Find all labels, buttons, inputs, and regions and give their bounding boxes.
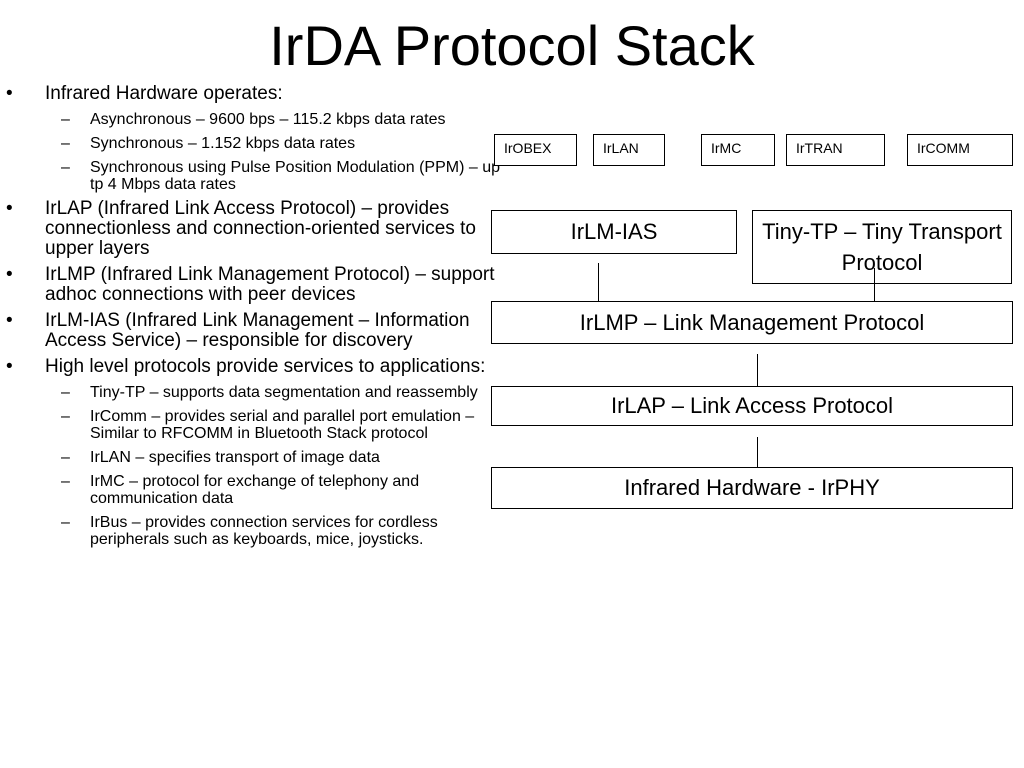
bullet-high-level: High level protocols provide services to… — [0, 357, 505, 378]
protocol-box-irobex: IrOBEX — [494, 134, 577, 166]
sub-bullet-irmc: IrMC – protocol for exchange of telephon… — [0, 473, 505, 507]
bullet-list: Infrared Hardware operates: Asynchronous… — [0, 78, 505, 549]
sub-bullet-ircomm: IrComm – provides serial and parallel po… — [0, 408, 505, 442]
sub-bullet-irbus: IrBus – provides connection services for… — [0, 514, 505, 548]
connector-line — [598, 263, 599, 301]
connector-line — [757, 354, 758, 386]
connector-line — [757, 437, 758, 467]
protocol-box-ircomm: IrCOMM — [907, 134, 1013, 166]
protocol-box-irmc: IrMC — [701, 134, 775, 166]
sub-bullet-async: Asynchronous – 9600 bps – 115.2 kbps dat… — [0, 111, 505, 128]
bullet-irlm-ias: IrLM-IAS (Infrared Link Management – Inf… — [0, 311, 505, 351]
protocol-box-irlan: IrLAN — [593, 134, 665, 166]
bullet-irlmp: IrLMP (Infrared Link Management Protocol… — [0, 265, 505, 305]
connector-line — [874, 268, 875, 301]
sub-bullet-ppm: Synchronous using Pulse Position Modulat… — [0, 159, 505, 193]
layer-box-tiny-tp: Tiny-TP – Tiny Transport Protocol — [752, 210, 1012, 284]
layer-box-irphy: Infrared Hardware - IrPHY — [491, 467, 1013, 509]
layer-box-irlm-ias: IrLM-IAS — [491, 210, 737, 254]
slide-title: IrDA Protocol Stack — [269, 14, 755, 77]
layer-box-irlap: IrLAP – Link Access Protocol — [491, 386, 1013, 426]
sub-bullet-irlan: IrLAN – specifies transport of image dat… — [0, 449, 505, 466]
bullet-hardware: Infrared Hardware operates: — [0, 84, 505, 105]
protocol-box-irtran: IrTRAN — [786, 134, 885, 166]
sub-bullet-sync: Synchronous – 1.152 kbps data rates — [0, 135, 505, 152]
sub-bullet-tiny-tp: Tiny-TP – supports data segmentation and… — [0, 384, 505, 401]
layer-box-irlmp: IrLMP – Link Management Protocol — [491, 301, 1013, 344]
bullet-irlap: IrLAP (Infrared Link Access Protocol) – … — [0, 199, 505, 259]
